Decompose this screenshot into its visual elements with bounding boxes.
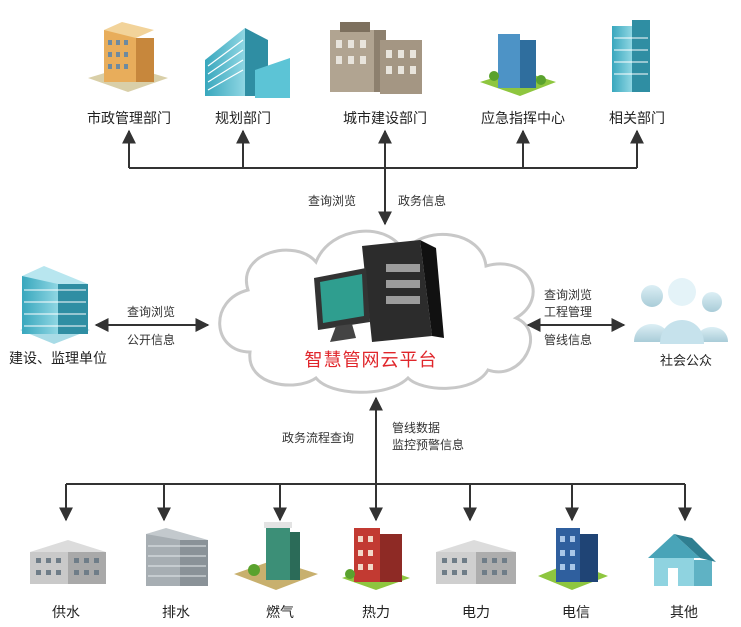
dept-label-emergency: 应急指挥中心: [481, 111, 565, 127]
top-note-government-info: 政务信息: [398, 194, 447, 208]
bottom-note-monitoring: 监控预警信息: [392, 438, 465, 452]
utility-label-telecom: 电信: [562, 605, 590, 621]
dept-label-related: 相关部门: [609, 111, 665, 127]
house-icon: [648, 534, 716, 586]
building-icon: [88, 22, 168, 92]
utility-label-heat: 热力: [362, 605, 390, 621]
left-note-query: 查询浏览: [127, 305, 176, 319]
dept-label-planning: 规划部门: [215, 111, 271, 127]
building-icon: [30, 540, 106, 584]
dept-label-municipal: 市政管理部门: [87, 111, 171, 127]
right-note-engineering: 工程管理: [544, 305, 593, 319]
bottom-note-pipeline-data: 管线数据: [392, 421, 441, 435]
left-entity-label: 建设、监理单位: [9, 351, 107, 367]
building-icon: [538, 528, 608, 590]
building-icon: [342, 528, 410, 590]
left-note-public-info: 公开信息: [127, 333, 176, 347]
utility-label-gas: 燃气: [266, 605, 294, 621]
platform-title: 智慧管网云平台: [304, 350, 438, 371]
utility-label-water: 供水: [52, 605, 80, 621]
top-note-query: 查询浏览: [308, 194, 357, 208]
computer-server-icon: [314, 240, 444, 342]
people-icon: [634, 278, 728, 344]
utility-label-other: 其他: [670, 605, 698, 621]
building-icon: [234, 522, 318, 590]
building-icon: [480, 34, 556, 96]
building-icon: [146, 528, 208, 586]
right-entity-label: 社会公众: [659, 354, 712, 369]
right-note-query: 查询浏览: [544, 288, 593, 302]
building-icon: [436, 540, 516, 584]
utility-label-drainage: 排水: [162, 605, 190, 621]
dept-label-construction: 城市建设部门: [343, 111, 427, 127]
bottom-note-process-query: 政务流程查询: [282, 431, 355, 445]
utility-label-power: 电力: [462, 605, 490, 621]
building-icon: [20, 266, 90, 344]
building-icon: [612, 20, 650, 92]
building-icon: [205, 28, 290, 98]
right-note-pipeline-info: 管线信息: [544, 333, 593, 347]
building-icon: [330, 22, 422, 94]
